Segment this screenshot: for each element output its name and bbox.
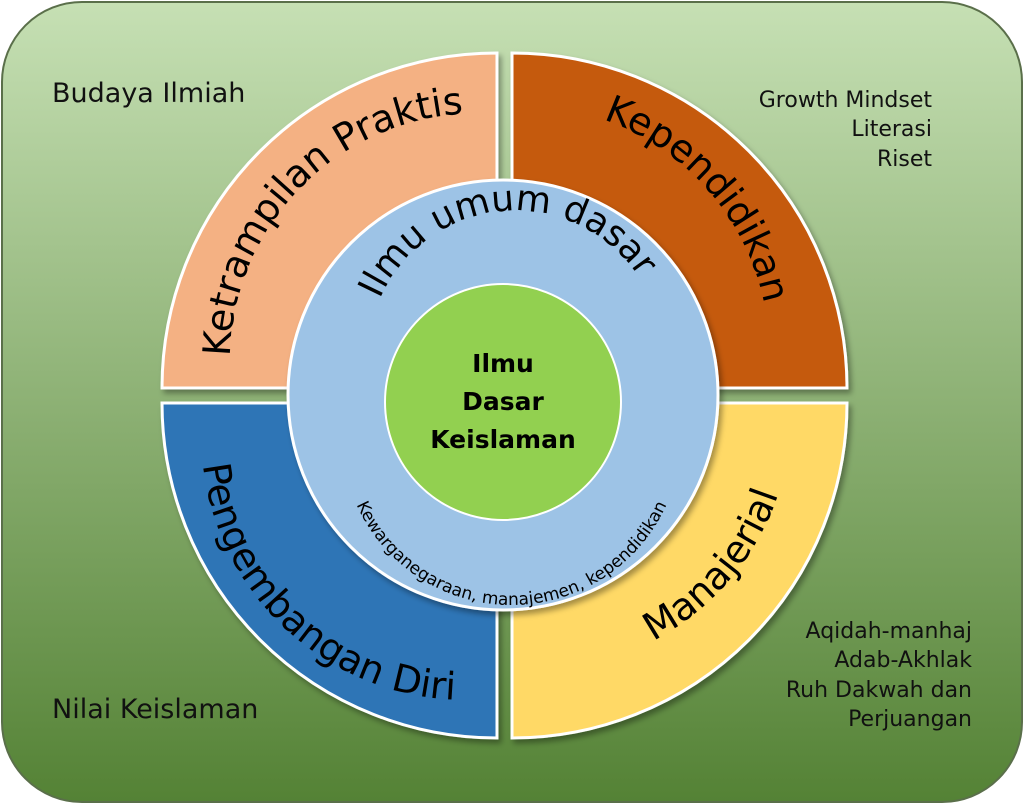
corner-top-right-line: Riset bbox=[876, 146, 932, 172]
corner-bottom-right-line: Ruh Dakwah dan bbox=[785, 677, 972, 703]
corner-bottom-right-line: Adab-Akhlak bbox=[834, 648, 972, 674]
corner-bottom-left-line: Nilai Keislaman bbox=[52, 694, 259, 725]
corner-bottom-right: Aqidah-manhaj Adab-Akhlak Ruh Dakwah dan… bbox=[786, 617, 972, 734]
corner-bottom-left: Nilai Keislaman bbox=[52, 692, 258, 728]
center-line-2: Dasar bbox=[462, 387, 544, 416]
center-ilmu-dasar-keislaman bbox=[384, 283, 622, 521]
center-line-3: Keislaman bbox=[430, 425, 576, 454]
corner-top-left-line: Budaya Ilmiah bbox=[52, 78, 246, 109]
corner-top-right: Growth Mindset Literasi Riset bbox=[759, 86, 932, 174]
corner-top-right-line: Growth Mindset bbox=[758, 88, 932, 113]
corner-bottom-right-line: Aqidah-manhaj bbox=[805, 619, 972, 644]
corner-top-right-line: Literasi bbox=[851, 117, 932, 143]
corner-top-left: Budaya Ilmiah bbox=[52, 76, 245, 112]
corner-bottom-right-line: Perjuangan bbox=[848, 706, 972, 732]
center-line-1: Ilmu bbox=[472, 349, 534, 378]
